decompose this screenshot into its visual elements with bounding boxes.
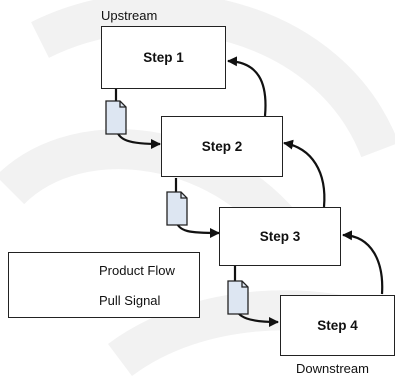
- pull-signal-arrow-3-2: [283, 139, 326, 208]
- step-1-box: Step 1: [101, 26, 226, 89]
- step-3-box: Step 3: [219, 207, 341, 266]
- legend-pull-signal-label: Pull Signal: [99, 293, 161, 308]
- product-document-icon: [166, 191, 188, 226]
- step-2-box: Step 2: [161, 116, 283, 177]
- step-1-label: Step 1: [143, 50, 184, 65]
- pull-signal-arrow-4-3: [342, 230, 384, 295]
- step-4-box: Step 4: [280, 295, 395, 356]
- step-4-label: Step 4: [317, 318, 358, 333]
- step-3-label: Step 3: [259, 229, 301, 244]
- product-document-icon: [105, 100, 127, 135]
- product-document-icon: [227, 280, 249, 315]
- legend: Product Flow Pull Signal: [8, 252, 200, 318]
- downstream-label: Downstream: [296, 361, 369, 376]
- legend-product-flow-label: Product Flow: [99, 263, 175, 278]
- pull-signal-arrow-2-1: [227, 56, 267, 117]
- step-2-label: Step 2: [201, 139, 243, 154]
- upstream-label: Upstream: [101, 8, 158, 23]
